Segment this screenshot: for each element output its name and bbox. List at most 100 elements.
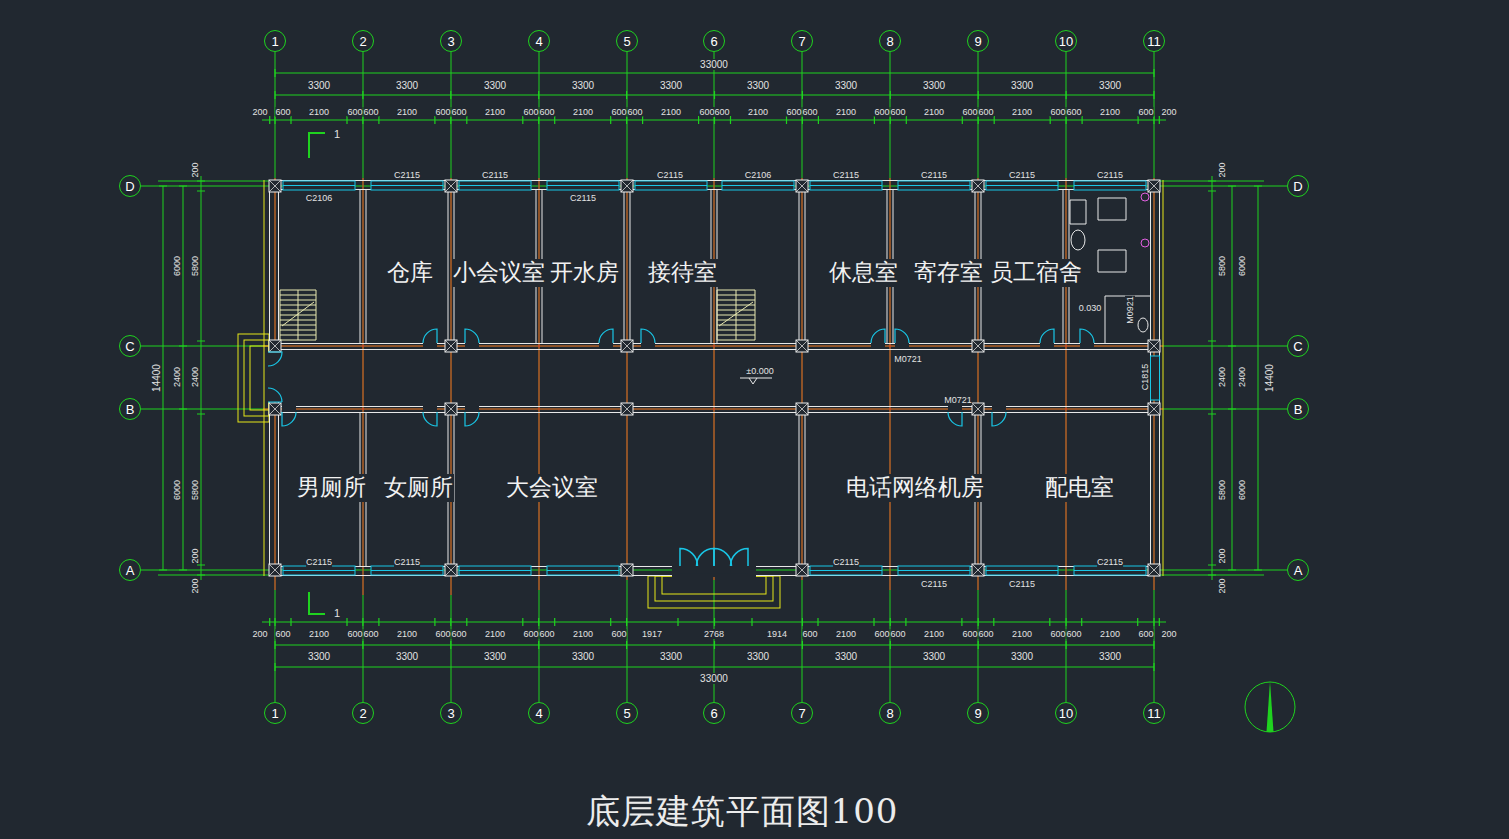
dimension-text: 600 [978,629,993,639]
column [1148,403,1160,415]
dimension-text: 200 [185,162,201,177]
axis-bubble: A [1287,559,1309,581]
dimension-text: 2100 [573,624,593,640]
dimension-text: 600 [874,107,889,117]
dimension-text: 200 [1161,107,1176,117]
column [972,180,984,192]
dimension-text: 3300 [308,80,330,91]
dimension-text: 600 [978,107,993,117]
axis-bubble: 8 [879,30,901,52]
dimension-text: 3300 [923,80,945,91]
dimension-text: 3300 [572,651,594,662]
dimension-text: 600 [275,629,290,639]
window-code: C2115 [1009,574,1035,590]
door-code: M0721 [894,349,922,365]
window [898,566,970,575]
dimension-text: 200 [185,578,201,593]
dimension-text: 600 [1066,102,1081,118]
dimension-text: 3300 [835,76,857,92]
north-arrow [1245,682,1295,732]
window [986,566,1058,575]
door [268,352,282,402]
column [1148,340,1160,352]
axis-bubble: 2 [352,30,374,52]
dimension-text: 2100 [573,107,593,117]
node-text: 4 [535,35,542,48]
node-text: 休息室 [828,259,899,287]
door [948,406,962,426]
node-text: 6 [710,35,717,48]
dimension-text: 3300 [747,647,769,663]
window-code: C2115 [833,170,859,180]
node-text: 6 [710,707,717,720]
column [445,180,457,192]
dimension-text: 1914 [767,624,787,640]
dimension-text: 3300 [835,80,857,91]
sanitary-fixture [1138,318,1148,332]
entrance-step [655,576,773,601]
dimension-text: 200 [252,107,267,117]
dimension-text: 600 [802,107,817,117]
node-text: 2 [359,707,366,720]
axis-bubble: C [119,335,141,357]
column [269,403,281,415]
axis-bubble: 6 [703,30,725,52]
outline-line [264,180,1163,576]
dimension-text: 2100 [836,107,856,117]
dimension-text: 3300 [484,80,506,91]
window-code: C2115 [1097,557,1123,567]
node-text: 3 [447,707,454,720]
column [621,403,633,415]
door [599,329,613,349]
dimension-text: 600 [627,102,642,118]
dimension-text: 3300 [1099,80,1121,91]
dimension-text: 5800 [185,256,201,276]
room-label: 女厕所 [383,474,454,502]
section-number: 1 [334,604,340,620]
column [1148,180,1160,192]
north-arrow [1267,681,1274,732]
room-label: 电话网络机房 [845,474,985,502]
node-text: 5 [623,35,630,48]
dimension-line [158,73,1264,667]
dimension-text: 5800 [1217,256,1227,276]
dimension-text: 2100 [924,624,944,640]
dimension-text: 3300 [835,647,857,663]
dimension-text: 2400 [1212,367,1228,387]
door [1080,329,1094,349]
dimension-text: 600 [714,107,729,117]
window-code: C2115 [657,165,683,181]
dimension-text: 3300 [1011,647,1033,663]
dimension-text: 200 [185,548,201,563]
axis-bubble: 8 [879,702,901,724]
dimension-text: 600 [435,624,450,640]
node-text: A [126,564,135,577]
dimension-text: 600 [890,107,905,117]
axis-bubble: 1 [264,702,286,724]
dimension-text: 600 [1050,624,1065,640]
dimension-text: 600 [363,107,378,117]
dimension-text: 600 [435,102,450,118]
dimension-text: 6000 [172,256,182,276]
door [992,406,1006,426]
dimension-text: 200 [1217,162,1227,177]
door [697,549,715,574]
dimension-text: 600 [802,102,817,118]
dimension-text: 3300 [1011,80,1033,91]
dimension-text: 2400 [172,367,182,387]
dimension-text: 600 [275,102,290,118]
dimension-text: 200 [1212,578,1228,593]
column [972,403,984,415]
door [1040,329,1054,349]
dimension-text: 5800 [190,480,200,500]
node-text: C [1293,340,1302,353]
sanitary-fixture [1071,230,1085,250]
dimension-text: 3300 [308,651,330,662]
dimension-text: 600 [435,629,450,639]
window-code: C2115 [833,552,859,568]
window [371,566,443,575]
dimension-text: 1917 [642,629,662,639]
window-code: C1815 [1140,364,1150,391]
dimension-text: 2100 [1012,629,1032,639]
